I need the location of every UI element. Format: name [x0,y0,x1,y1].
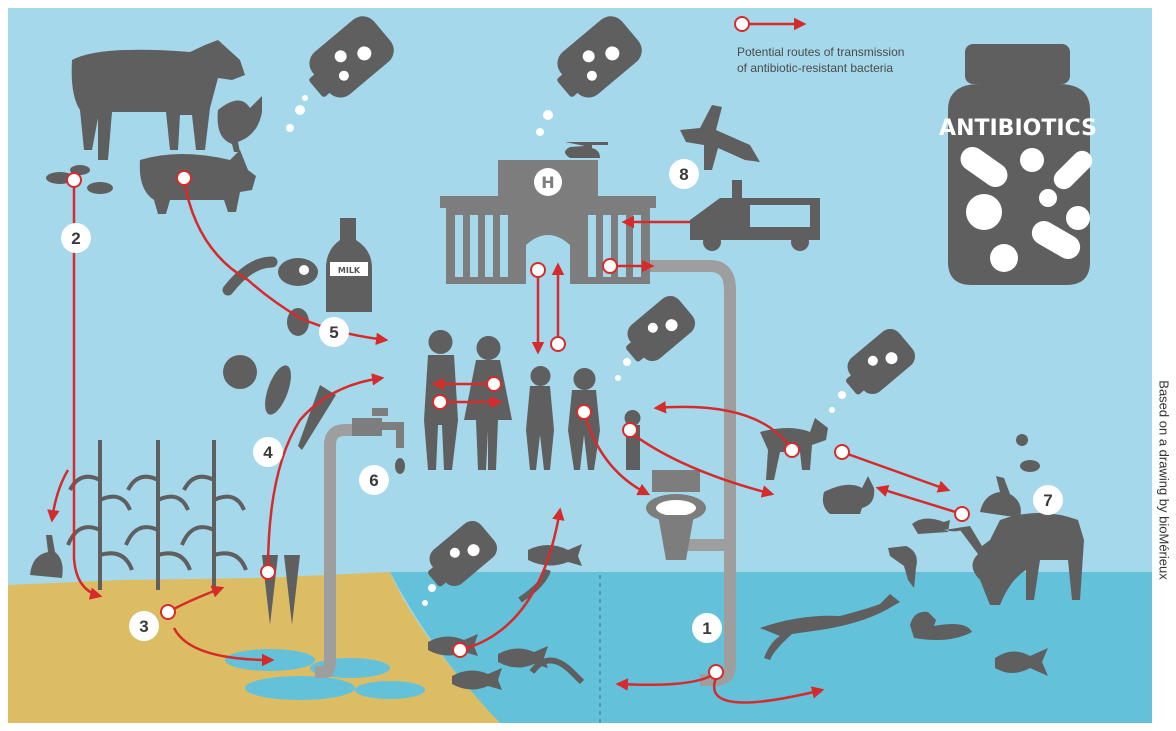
legend-line-2: of antibiotic-resistant bacteria [737,61,893,75]
antibiotic-resistance-diagram: Potential routes of transmission of anti… [0,0,1152,731]
route-number-5: 5 [319,317,349,347]
svg-text:1: 1 [702,619,711,638]
route-number-6: 6 [359,465,389,495]
svg-text:3: 3 [139,617,148,636]
credit-sidebar: Based on a drawing by bioMérieux [1152,0,1176,731]
route-number-3: 3 [129,611,159,641]
route-number-2: 2 [61,223,91,253]
svg-text:6: 6 [369,471,378,490]
svg-text:4: 4 [263,443,273,462]
svg-text:7: 7 [1043,491,1052,510]
route-number-4: 4 [253,437,283,467]
route-number-8: 8 [669,159,699,189]
meat-icon [278,258,318,286]
hospital-label: H [541,173,554,192]
route-number-1: 1 [692,613,722,643]
route-number-7: 7 [1033,485,1063,515]
svg-text:2: 2 [71,229,80,248]
legend-line-1: Potential routes of transmission [737,45,904,59]
jar-label: ANTIBIOTICS [939,116,1097,141]
apple-icon [223,355,257,389]
svg-text:5: 5 [329,323,338,342]
svg-text:8: 8 [679,165,688,184]
milk-label: MILK [338,266,361,275]
credit-text: Based on a drawing by bioMérieux [1157,380,1172,579]
